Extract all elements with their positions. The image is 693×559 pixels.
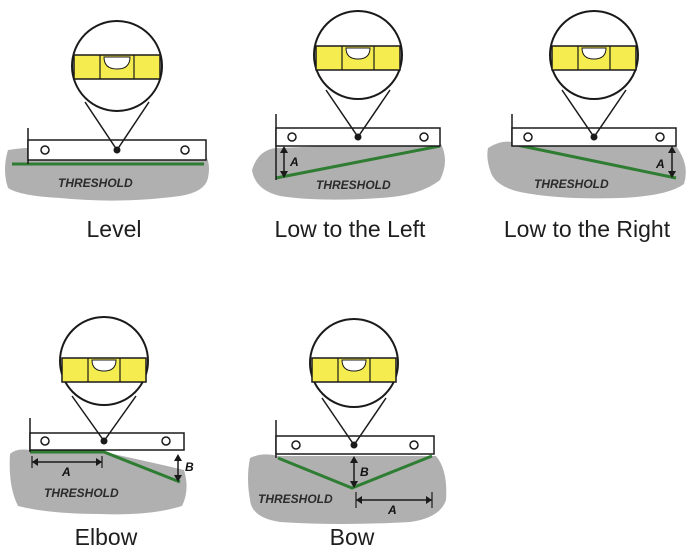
threshold-surface xyxy=(5,147,209,201)
arrow-head-icon xyxy=(32,458,38,466)
caption-low-left: Low to the Left xyxy=(274,216,426,242)
threshold-line xyxy=(511,142,677,180)
pointer-line xyxy=(103,395,137,442)
arrow-head-icon xyxy=(280,146,288,153)
threshold-line xyxy=(275,144,441,180)
screw-icon xyxy=(409,440,419,450)
threshold-label: THRESHOLD xyxy=(316,178,391,192)
arrow-head-icon xyxy=(426,496,432,504)
caption-elbow: Elbow xyxy=(74,524,138,550)
screw-icon xyxy=(287,132,297,142)
arrow-head-icon xyxy=(356,496,362,504)
arrow-head-icon xyxy=(668,171,676,178)
panel-low-left: THRESHOLD A xyxy=(252,10,445,200)
air-bubble xyxy=(341,359,367,372)
pointer-line xyxy=(71,395,105,442)
pointer-line xyxy=(561,89,595,138)
screw-icon xyxy=(523,132,533,142)
arrow-head-icon xyxy=(174,475,182,482)
dimension-label-b: B xyxy=(185,460,194,474)
arrow-head-icon xyxy=(174,454,182,461)
pointer-line xyxy=(116,101,150,151)
screw-icon xyxy=(180,145,190,155)
air-bubble xyxy=(103,56,131,70)
threshold-surface xyxy=(248,454,447,524)
pointer-line xyxy=(321,397,355,446)
screw-icon xyxy=(40,436,50,446)
arrow-head-icon xyxy=(350,481,358,488)
panel-bow: THRESHOLD B A xyxy=(248,318,447,524)
screw-icon xyxy=(419,132,429,142)
air-bubble xyxy=(345,47,371,60)
caption-low-right: Low to the Right xyxy=(503,216,671,242)
threshold-surface xyxy=(487,141,686,199)
panel-elbow: THRESHOLD A B xyxy=(9,316,194,515)
arrow-head-icon xyxy=(668,146,676,153)
screw-icon xyxy=(291,440,301,450)
threshold-label: THRESHOLD xyxy=(534,177,609,191)
threshold-label: THRESHOLD xyxy=(44,486,119,500)
pointer-line xyxy=(593,89,627,138)
dimension-label-a: A xyxy=(655,157,665,171)
threshold-surface xyxy=(252,142,445,200)
panel-level: THRESHOLD xyxy=(5,20,209,201)
dimension-label-b: B xyxy=(360,465,369,479)
threshold-label: THRESHOLD xyxy=(58,176,133,190)
threshold-line xyxy=(277,454,433,490)
panel-low-right: THRESHOLD A xyxy=(487,10,686,199)
pointer-line xyxy=(84,101,118,151)
pointer-line xyxy=(325,89,359,138)
pointer-line xyxy=(353,397,387,446)
dimension-label-a: A xyxy=(61,465,71,479)
air-bubble xyxy=(91,359,117,372)
screw-icon xyxy=(161,436,171,446)
arrow-head-icon xyxy=(280,171,288,178)
arrow-head-icon xyxy=(96,458,102,466)
dimension-label-a: A xyxy=(289,155,299,169)
threshold-line xyxy=(30,450,181,484)
air-bubble xyxy=(581,47,607,60)
pointer-line xyxy=(357,89,391,138)
dimension-label-a: A xyxy=(387,503,397,517)
screw-icon xyxy=(655,132,665,142)
caption-level: Level xyxy=(86,216,142,242)
threshold-label: THRESHOLD xyxy=(258,492,333,506)
arrow-head-icon xyxy=(350,456,358,463)
caption-bow: Bow xyxy=(329,524,375,550)
screw-icon xyxy=(40,145,50,155)
